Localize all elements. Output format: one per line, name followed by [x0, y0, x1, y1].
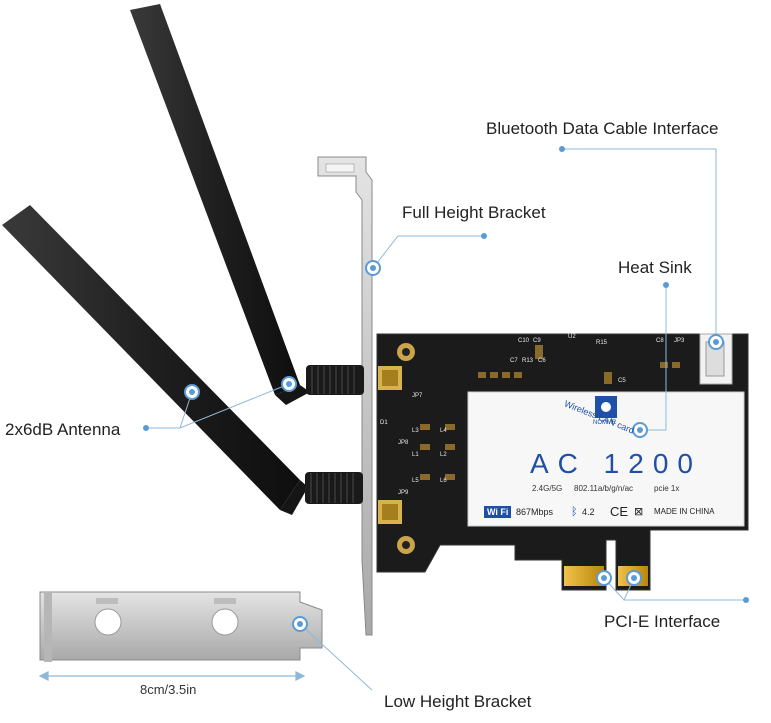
callout-heat-sink: Heat Sink [618, 258, 692, 277]
pcb-label: C10 [518, 338, 530, 344]
pcb-label: U2 [568, 334, 576, 340]
pcb-label: JP7 [412, 393, 423, 399]
dimension-line [38, 671, 306, 681]
bluetooth-icon: ᛒ [571, 505, 578, 518]
bt-version: 4.2 [582, 507, 595, 517]
pcb-label: C5 [618, 378, 626, 384]
pcb-label: R13 [522, 358, 534, 364]
pcb-label: C8 [656, 338, 664, 344]
pcb-label: R15 [596, 340, 608, 346]
wifi-logo: Wi Fi [484, 506, 512, 518]
heat-sink-label [467, 391, 745, 527]
pcb-label: L5 [412, 478, 419, 484]
spec-bus: pcie 1x [654, 484, 680, 493]
pcb-label: C6 [538, 358, 546, 364]
callout-low-height-bracket: Low Height Bracket [384, 692, 532, 711]
pcb-label: C9 [533, 338, 541, 344]
pcb-label: L4 [440, 428, 447, 434]
full-height-bracket [317, 156, 373, 636]
made-in-label: MADE IN CHINA [654, 507, 715, 516]
callout-pcie-interface: PCI-E Interface [604, 612, 721, 631]
dimension-label: 8cm/3.5in [140, 682, 197, 697]
ce-mark: CE [610, 504, 629, 519]
pcb-label: D1 [380, 420, 388, 426]
pcb-label: JP9 [398, 490, 409, 496]
spec-band: 2.4G/5G [532, 484, 563, 493]
pcb-label: L3 [412, 428, 419, 434]
callout-dots [143, 146, 749, 632]
callout-full-height-bracket: Full Height Bracket [402, 203, 546, 222]
pcb-label: C7 [510, 358, 518, 364]
antenna-top [130, 4, 364, 405]
pcb-label: L2 [440, 452, 447, 458]
callout-antenna: 2x6dB Antenna [5, 420, 121, 439]
wifi-speed: 867Mbps [516, 507, 554, 517]
weee-bin-icon: ⊠ [634, 505, 644, 518]
callout-bluetooth-interface: Bluetooth Data Cable Interface [486, 119, 719, 138]
pcb-label: JP3 [674, 338, 685, 344]
brand-logo-text: NOMME [593, 420, 616, 426]
model-title: AC 1200 [530, 448, 702, 479]
low-height-bracket [39, 591, 323, 662]
pcb-label: L6 [440, 478, 447, 484]
pcb-label: L1 [412, 452, 419, 458]
antenna-bottom [2, 205, 363, 515]
spec-standard: 802.11a/b/g/n/ac [574, 484, 634, 493]
pcb-label: JP8 [398, 440, 409, 446]
